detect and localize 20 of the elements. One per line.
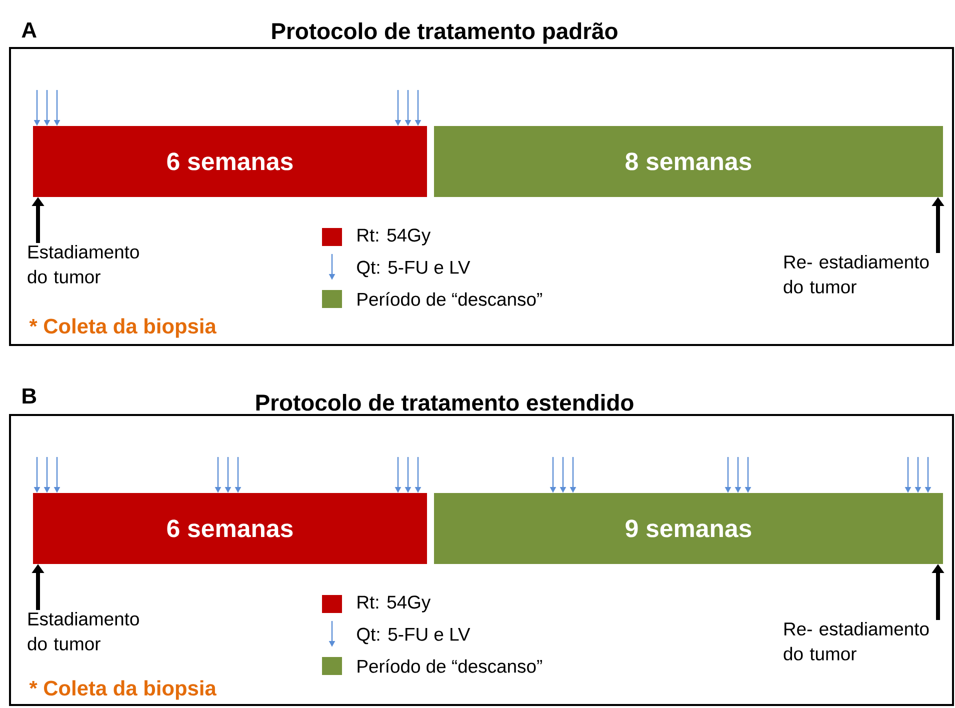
timeline-bar: 8 semanas: [434, 126, 943, 197]
legend-text: Período de “descanso”: [358, 292, 542, 306]
legend-text: Qt: 5-FU e LV: [357, 260, 470, 278]
timeline-bar: 6 semanas: [33, 492, 427, 564]
stage-caption: Re- estadiamento do tumor: [784, 254, 929, 294]
panel-letter: B: [22, 388, 36, 404]
note-text: * Coleta da biopsia: [29, 680, 216, 700]
legend-text: Rt: 54Gy: [358, 228, 431, 246]
node-label: Protocolo de tratamento padrão: [272, 22, 618, 44]
legend-text: Período de “descanso”: [358, 659, 542, 673]
stage-caption: Estadiamento do tumor: [28, 612, 139, 650]
node-label: Protocolo de tratamento estendido: [256, 394, 634, 411]
legend-text: Qt: 5-FU e LV: [357, 628, 470, 644]
panel-letter: A: [22, 22, 36, 38]
note-text: * Coleta da biopsia: [29, 318, 216, 338]
timeline-bar: 6 semanas: [33, 126, 427, 197]
timeline-bar: 9 semanas: [434, 492, 943, 564]
stage-caption: Estadiamento do tumor: [28, 244, 139, 284]
stage-caption: Re- estadiamento do tumor: [784, 622, 929, 660]
legend-text: Rt: 54Gy: [358, 596, 431, 612]
